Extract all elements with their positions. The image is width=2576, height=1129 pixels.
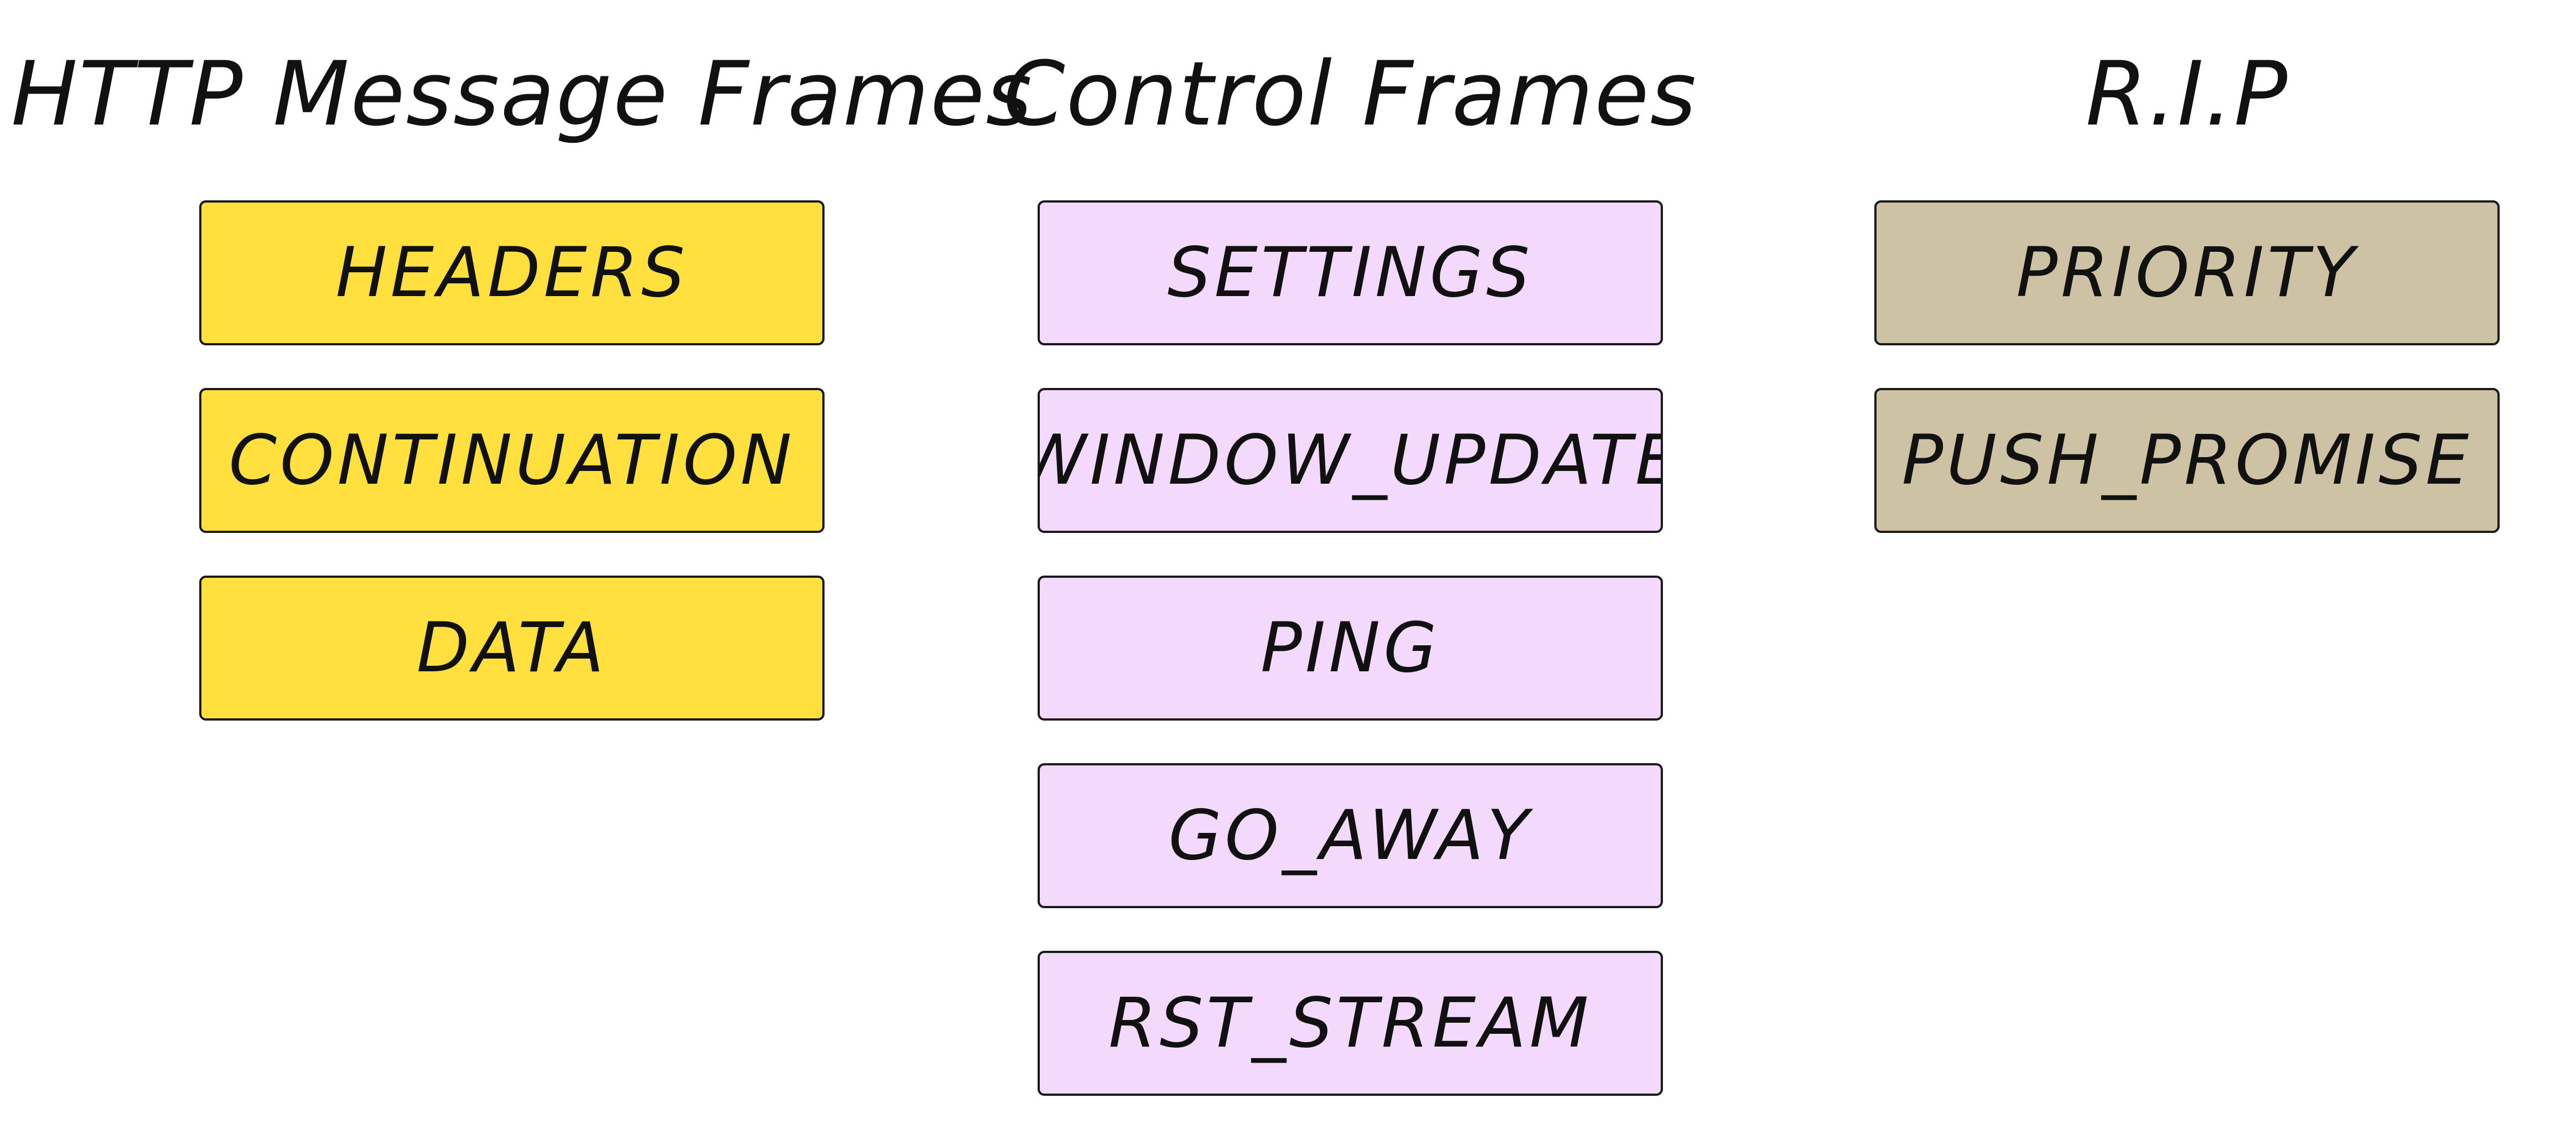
frame-box-window-update: WINDOW_UPDATE bbox=[1038, 388, 1663, 533]
frame-box-push-promise: PUSH_PROMISE bbox=[1874, 388, 2500, 533]
frame-box-priority: PRIORITY bbox=[1874, 200, 2500, 345]
frame-box-settings: SETTINGS bbox=[1038, 200, 1663, 345]
frame-box-ping: PING bbox=[1038, 576, 1663, 721]
http-message-frames-title: HTTP Message Frames bbox=[11, 42, 1033, 146]
control-frames-title: Control Frames bbox=[1003, 42, 1698, 146]
frame-box-data: DATA bbox=[199, 576, 825, 721]
frame-box-go-away: GO_AWAY bbox=[1038, 763, 1663, 908]
frame-box-headers: HEADERS bbox=[199, 200, 825, 345]
frame-box-continuation: CONTINUATION bbox=[199, 388, 825, 533]
rip-frames-title: R.I.P bbox=[2085, 42, 2289, 146]
frame-box-rst-stream: RST_STREAM bbox=[1038, 951, 1663, 1096]
